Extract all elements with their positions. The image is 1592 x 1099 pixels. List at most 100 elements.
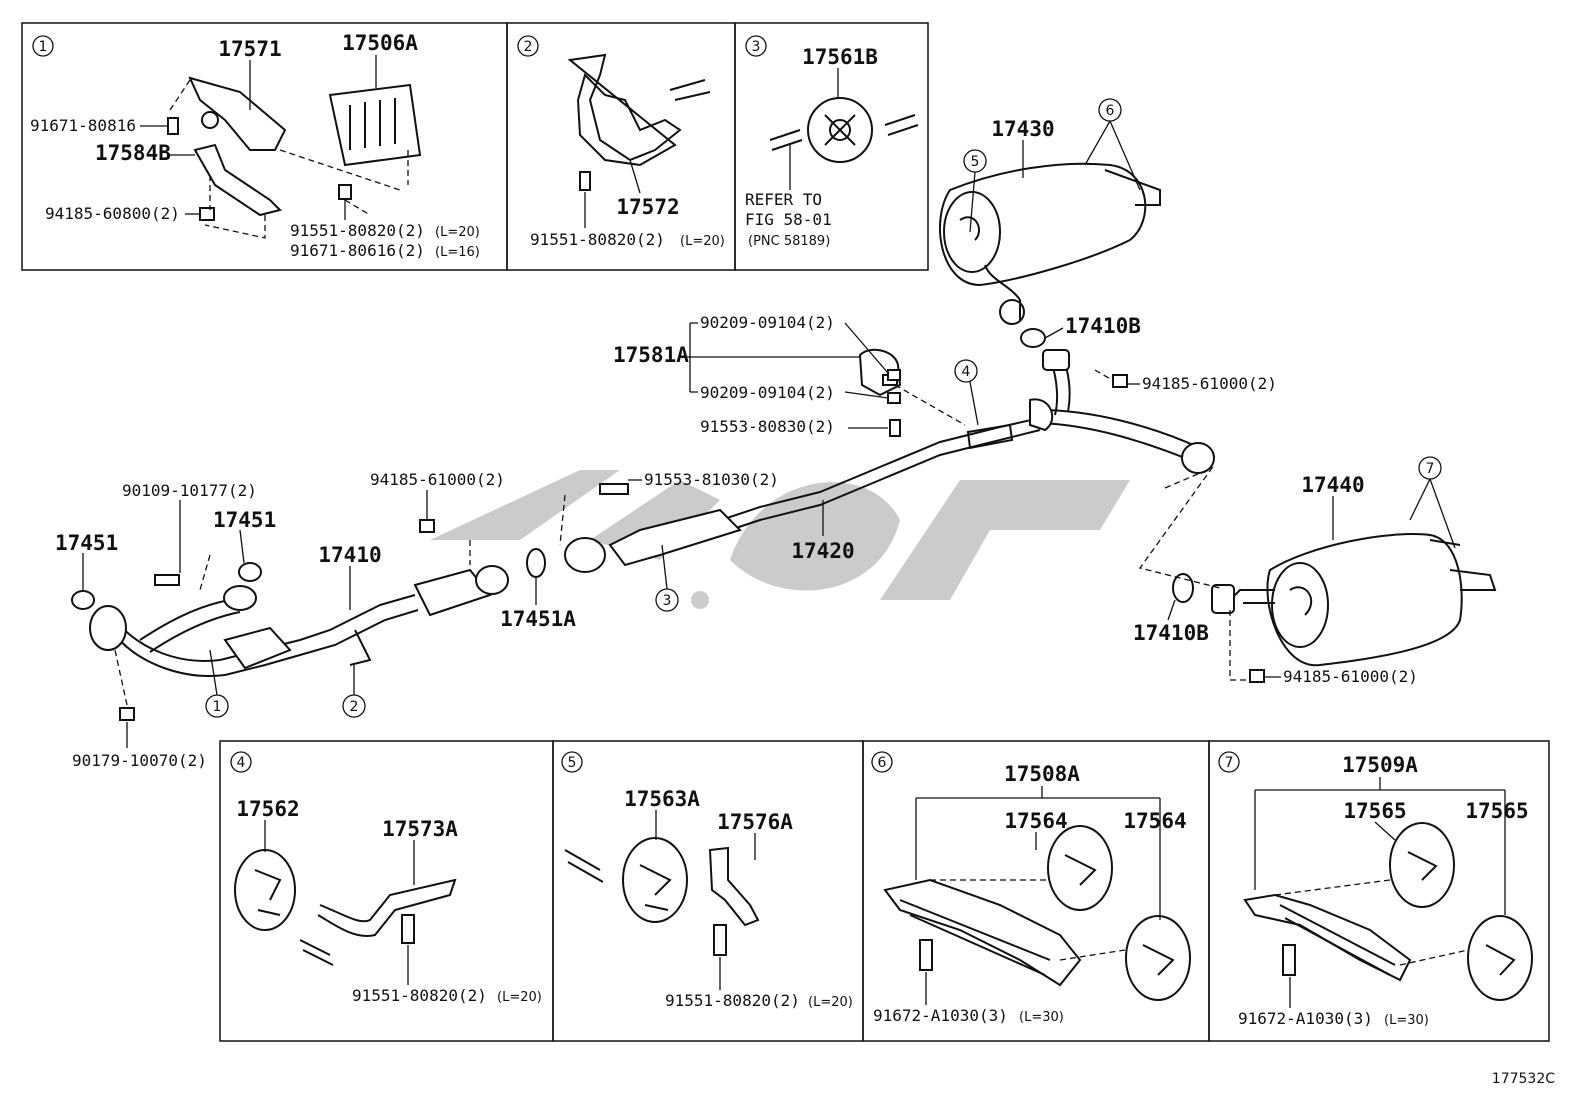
- callout-7: 7: [1426, 461, 1435, 477]
- bracket-17571: [188, 76, 287, 151]
- box-number: 4: [237, 755, 246, 771]
- part-label: 91551-80820(2): [352, 986, 487, 1005]
- box-number: 5: [568, 755, 577, 771]
- figure-code: 177532C: [1492, 1071, 1555, 1087]
- part-label: (L=16): [435, 245, 480, 260]
- part-label: 17451: [55, 531, 118, 555]
- nut-icon: [119, 707, 135, 721]
- part-label: REFER TO: [745, 190, 822, 209]
- nut-icon: [419, 519, 435, 533]
- part-label: 17584B: [95, 141, 171, 165]
- bolt-icon: [579, 171, 591, 191]
- gasket-17410B: [1172, 573, 1194, 603]
- part-label: 17565: [1465, 799, 1528, 823]
- rubber-hanger-17565: [1389, 822, 1455, 908]
- rubber-hanger-17564: [1047, 825, 1113, 911]
- muffler-17440: [1211, 533, 1497, 667]
- part-label: 17410: [318, 543, 381, 567]
- part-label: (L=30): [1384, 1013, 1429, 1028]
- gasket-17451: [238, 562, 262, 582]
- part-label: 94185-61000(2): [1283, 667, 1418, 686]
- part-label: (L=20): [808, 995, 853, 1010]
- part-label: 91551-80820(2): [290, 221, 425, 240]
- box-number: 2: [524, 39, 533, 55]
- nut-icon: [887, 392, 901, 404]
- part-label: 17564: [1004, 809, 1067, 833]
- part-label: 91672-A1030(3): [873, 1006, 1008, 1025]
- part-label: 94185-60800(2): [45, 204, 180, 223]
- part-label: 17563A: [624, 787, 700, 811]
- box-6: 6 17508A 17564 17564 91672-A1030(3) (L=3…: [862, 740, 1210, 1042]
- part-label: 17410B: [1065, 314, 1141, 338]
- part-label: 91672-A1030(3): [1238, 1009, 1373, 1028]
- part-label: (PNC 58189): [748, 234, 830, 249]
- box-7: 7 17509A 17565 17565 91672-A1030(3) (L=3…: [1208, 740, 1550, 1042]
- part-label: 94185-61000(2): [370, 470, 505, 489]
- bolt-icon: [713, 924, 727, 956]
- front-pipe-17410: [89, 565, 509, 677]
- part-label: 17440: [1301, 473, 1364, 497]
- part-label: 91671-80816: [30, 116, 136, 135]
- box-number: 6: [878, 755, 887, 771]
- rubber-hanger-17562: [234, 849, 296, 931]
- nut-icon: [1112, 374, 1128, 388]
- part-label: 91551-80820(2): [665, 991, 800, 1010]
- part-label: 17572: [616, 195, 679, 219]
- part-label: 17508A: [1004, 762, 1080, 786]
- part-label: 17573A: [382, 817, 458, 841]
- callout-5: 5: [971, 154, 980, 170]
- part-label: 17451A: [500, 607, 576, 631]
- nut-icon: [1249, 669, 1265, 683]
- part-label: FIG 58-01: [745, 210, 832, 229]
- box-number: 1: [39, 39, 48, 55]
- bolt-icon: [401, 914, 415, 944]
- part-label: 17562: [236, 797, 299, 821]
- callout-1: 1: [213, 699, 222, 715]
- muffler-17430: [939, 162, 1161, 325]
- part-label: 91551-80820(2): [530, 230, 665, 249]
- bolt-icon: [154, 574, 180, 586]
- bolt-icon: [889, 419, 901, 437]
- bolt-icon: [919, 939, 933, 971]
- part-label: 17576A: [717, 810, 793, 834]
- part-label: (L=30): [1019, 1010, 1064, 1025]
- bolt-icon: [338, 184, 352, 200]
- bolt-icon: [167, 117, 179, 135]
- part-label: 17581A: [613, 343, 689, 367]
- part-label: 90179-10070(2): [72, 751, 207, 770]
- watermark-logo: [430, 470, 1130, 609]
- part-label: 91553-81030(2): [644, 470, 779, 489]
- part-label: 17451: [213, 508, 276, 532]
- rubber-hanger-17561B: [807, 97, 873, 163]
- part-label: 90109-10177(2): [122, 481, 257, 500]
- box-1: 1 17571 17506A 91671-80816 17584B 94185-…: [21, 22, 508, 271]
- box-3: 3 17561B REFER TO FIG 58-01 (PNC 58189): [734, 22, 929, 271]
- bracket-17509A: [1243, 893, 1412, 982]
- box-5: 5 17563A 17576A 91551-80820(2) (L=20): [552, 740, 864, 1042]
- bracket-17572: [567, 53, 682, 167]
- part-label: 17410B: [1133, 621, 1209, 645]
- part-label: (L=20): [435, 225, 480, 240]
- box-4: 4 17562 17573A 91551-80820(2) (L=20): [219, 740, 554, 1042]
- part-label: (L=20): [497, 990, 542, 1005]
- part-label: 17420: [791, 539, 854, 563]
- part-label: 17571: [218, 37, 281, 61]
- gasket-17451: [71, 590, 95, 610]
- gasket-17451A: [526, 548, 546, 578]
- callout-6: 6: [1106, 103, 1115, 119]
- part-label: 17430: [991, 117, 1054, 141]
- part-label: 17506A: [342, 31, 418, 55]
- bolt-icon: [1282, 944, 1296, 976]
- part-label: 90209-09104(2): [700, 313, 835, 332]
- main-assembly: 17430 17410B 90209-09104(2) 17581A 90209…: [55, 98, 1497, 770]
- nut-icon: [199, 207, 215, 221]
- rubber-hanger-17564: [1125, 915, 1191, 1001]
- rubber-hanger-17563A: [622, 837, 688, 923]
- part-label: 17564: [1123, 809, 1186, 833]
- bracket-17584B: [193, 143, 282, 217]
- callout-3: 3: [663, 593, 672, 609]
- part-label: 91553-80830(2): [700, 417, 835, 436]
- heat-shield-17506A: [328, 83, 422, 167]
- part-label: 17509A: [1342, 753, 1418, 777]
